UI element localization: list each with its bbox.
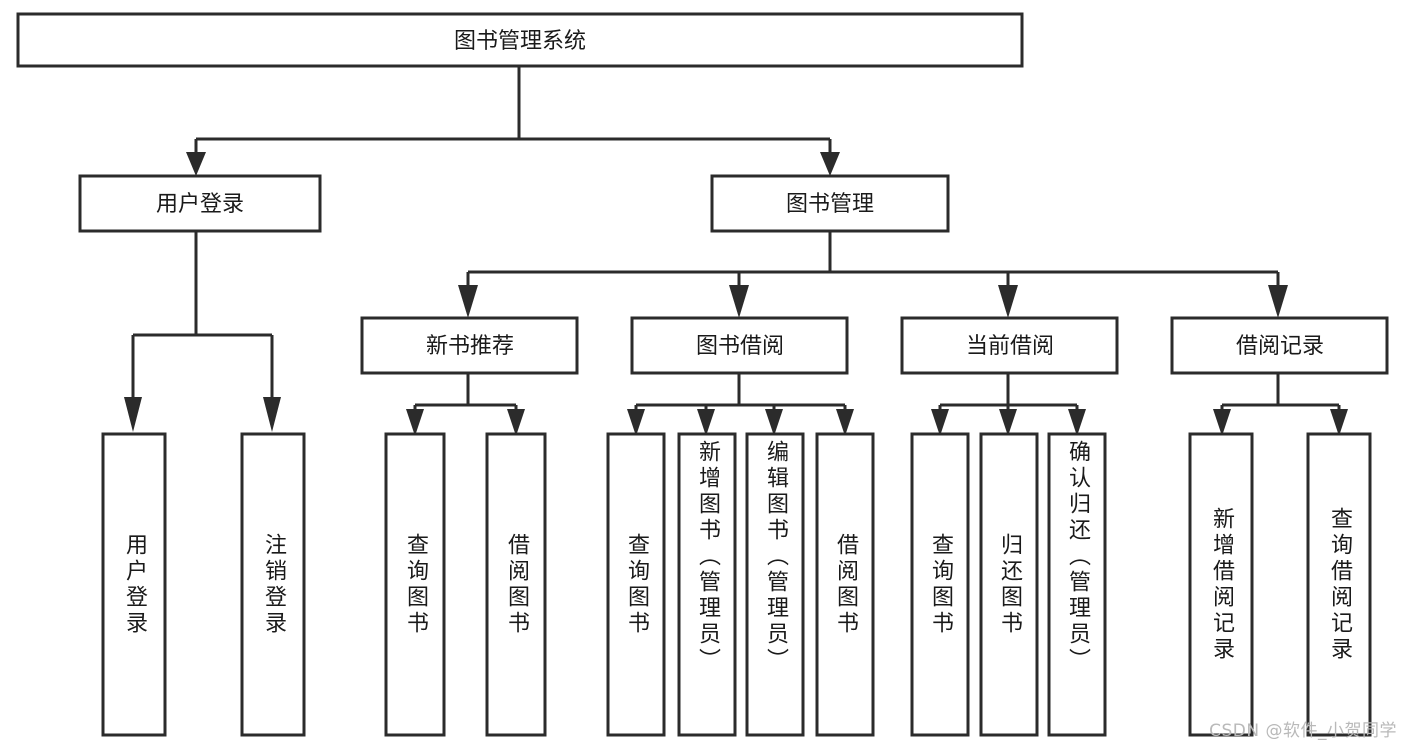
- connector-group-new-book-recommend: [406, 373, 525, 436]
- node-book-borrow-box[interactable]: [630, 316, 849, 375]
- node-user-login[interactable]: 用户登录: [78, 174, 322, 233]
- node-current-borrow[interactable]: 当前借阅: [900, 316, 1119, 375]
- node-borrow-record-label: 借阅记录: [1236, 334, 1324, 359]
- node-leaf-user-login-box[interactable]: [101, 432, 167, 737]
- node-borrow-record[interactable]: 借阅记录: [1170, 316, 1389, 375]
- arrow-head-leaf-edit-book: [765, 409, 783, 436]
- connector-group-current-borrow: [931, 373, 1086, 436]
- connector-group-borrow-record: [1213, 373, 1348, 436]
- arrow-head-current-borrow: [998, 285, 1018, 318]
- arrow-head-leaf-user-login: [124, 397, 142, 432]
- node-user-login-box[interactable]: [78, 174, 322, 233]
- connector-group-book-manage: [458, 231, 1288, 318]
- node-new-book-recommend[interactable]: 新书推荐: [360, 316, 579, 375]
- leaf-nodes-group: [101, 432, 1372, 737]
- arrow-head-leaf-return-book: [999, 409, 1017, 436]
- node-leaf-query-book-1-box[interactable]: [384, 432, 446, 737]
- node-current-borrow-box[interactable]: [900, 316, 1119, 375]
- node-leaf-edit-book-box[interactable]: [745, 432, 805, 737]
- arrow-head-borrow-record: [1268, 285, 1288, 318]
- arrow-head-leaf-confirm-return: [1068, 409, 1086, 436]
- arrow-head-leaf-query-record: [1330, 409, 1348, 436]
- node-book-borrow-label: 图书借阅: [696, 334, 784, 359]
- node-new-book-recommend-box[interactable]: [360, 316, 579, 375]
- node-user-login-label: 用户登录: [156, 192, 244, 217]
- arrow-head-user-login: [186, 152, 206, 176]
- node-book-manage-label: 图书管理: [786, 192, 874, 217]
- node-root[interactable]: 图书管理系统: [16, 12, 1024, 68]
- node-leaf-borrow-book-1-box[interactable]: [485, 432, 547, 737]
- node-leaf-query-record-box[interactable]: [1306, 432, 1372, 737]
- arrow-head-new-book-recommend: [458, 285, 478, 318]
- node-root-label: 图书管理系统: [454, 29, 586, 54]
- arrow-head-leaf-borrow-book-1: [507, 409, 525, 436]
- node-leaf-logout-box[interactable]: [240, 432, 306, 737]
- node-leaf-borrow-book-2-box[interactable]: [815, 432, 875, 737]
- node-leaf-query-book-2-box[interactable]: [606, 432, 666, 737]
- arrow-head-leaf-add-book: [697, 409, 715, 436]
- node-borrow-record-box[interactable]: [1170, 316, 1389, 375]
- connector-group-book-borrow: [627, 373, 854, 436]
- node-current-borrow-label: 当前借阅: [966, 334, 1054, 359]
- node-book-manage[interactable]: 图书管理: [710, 174, 950, 233]
- arrow-head-leaf-query-book-1: [406, 409, 424, 436]
- node-leaf-add-record-box[interactable]: [1188, 432, 1254, 737]
- node-leaf-add-book-box[interactable]: [677, 432, 737, 737]
- arrow-head-book-manage: [820, 152, 840, 176]
- connector-group-user-login: [124, 231, 281, 432]
- node-root-box[interactable]: [16, 12, 1024, 68]
- arrow-head-leaf-query-book-3: [931, 409, 949, 436]
- csdn-watermark: CSDN @软件_小贺同学: [1209, 721, 1397, 741]
- node-leaf-return-book-box[interactable]: [979, 432, 1039, 737]
- arrow-head-leaf-borrow-book-2: [836, 409, 854, 436]
- arrow-head-leaf-query-book-2: [627, 409, 645, 436]
- node-new-book-recommend-label: 新书推荐: [426, 334, 514, 359]
- node-leaf-confirm-return-box[interactable]: [1047, 432, 1107, 737]
- node-book-borrow[interactable]: 图书借阅: [630, 316, 849, 375]
- arrow-head-leaf-logout: [263, 397, 281, 432]
- arrow-head-leaf-add-record: [1213, 409, 1231, 436]
- node-leaf-query-book-3-box[interactable]: [910, 432, 970, 737]
- connector-group-root: [186, 66, 840, 176]
- node-book-manage-box[interactable]: [710, 174, 950, 233]
- arrow-head-book-borrow: [729, 285, 749, 318]
